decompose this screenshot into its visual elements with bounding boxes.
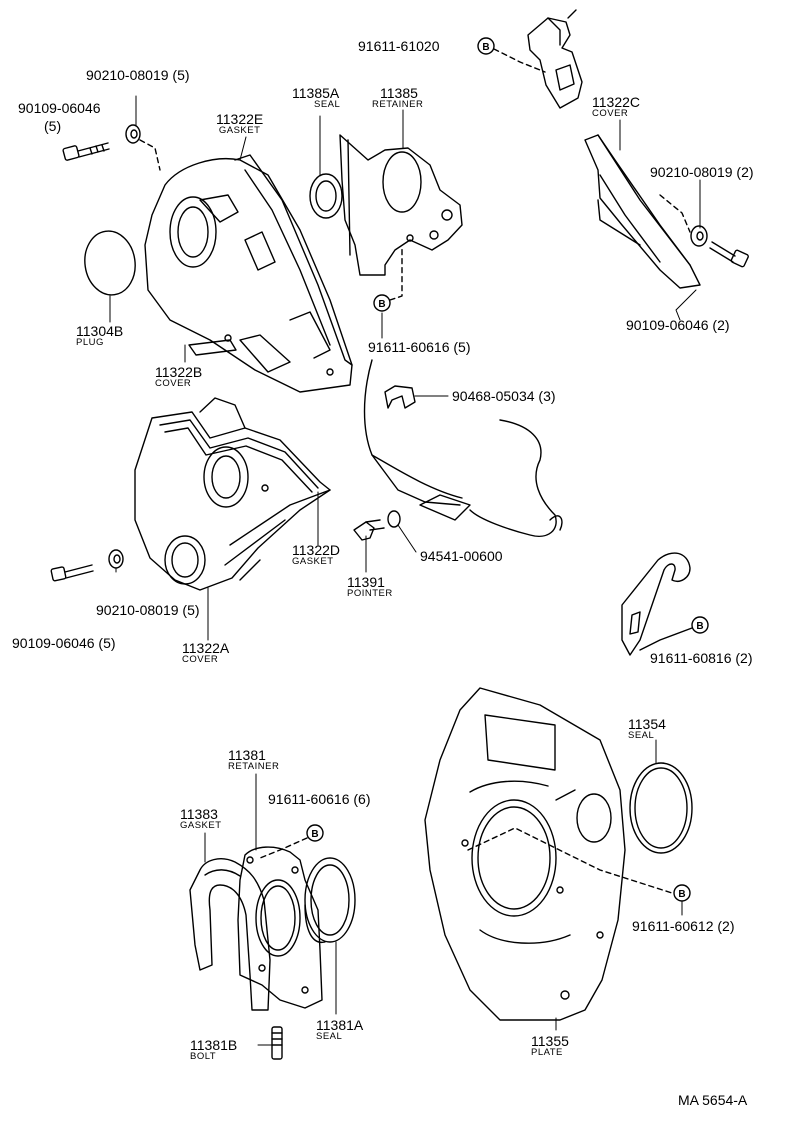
bolt-90109-upper-drawing: [62, 142, 110, 161]
marker-b-3-letter: B: [678, 889, 685, 900]
diagram-code: MA 5654-A: [678, 1092, 748, 1108]
label-90210-08019-a: 90210-08019 (5): [86, 67, 190, 83]
cover-11322b-drawing: [144, 154, 353, 393]
seal-11381a-drawing: [304, 857, 356, 943]
bracket-hook-drawing: [621, 552, 691, 656]
label-94541-00600: 94541-00600: [420, 548, 503, 564]
label-11322a: 11322A COVER: [182, 640, 230, 665]
pointer-11391-drawing: [353, 519, 385, 541]
cover-11322a-drawing: [134, 397, 331, 591]
marker-b-1: [477, 37, 495, 55]
label-91611-60816: 91611-60816 (2): [650, 650, 753, 666]
washer-94541-drawing: [387, 510, 401, 528]
gasket-11322d-drawing: [159, 419, 319, 493]
label-11383: 11383 GASKET: [180, 806, 222, 831]
plate-11355-drawing: [424, 687, 626, 1021]
engine-block-outline: [363, 359, 563, 537]
label-90109-06046-c: 90109-06046 (5): [12, 635, 116, 651]
marker-b-2: [373, 294, 391, 312]
bolt-90109-right-drawing: [709, 241, 749, 268]
label-11355: 11355 PLATE: [531, 1033, 569, 1058]
label-91611-60616-5: 91611-60616 (5): [368, 339, 471, 355]
label-11391: 11391 POINTER: [347, 574, 393, 599]
marker-b-1-letter: B: [482, 42, 489, 53]
marker-b-2-letter: B: [378, 299, 385, 310]
label-11385: 11385 RETAINER: [372, 85, 424, 110]
clip-90468-drawing: [384, 385, 416, 409]
label-11381: 11381 RETAINER: [228, 747, 280, 772]
label-90210-08019-c: 90210-08019 (5): [96, 602, 200, 618]
label-91611-60616-6: 91611-60616 (6): [268, 791, 371, 807]
cover-11322c-drawing: [584, 134, 701, 289]
label-11381a: 11381A SEAL: [316, 1017, 364, 1042]
label-11381b: 11381B BOLT: [190, 1037, 238, 1062]
marker-b-5: [691, 616, 709, 634]
label-90109-06046-a-qty: (5): [44, 118, 62, 134]
washer-90210-lower-drawing: [108, 549, 124, 569]
retainer-11381-drawing: [237, 846, 323, 1009]
label-11385a: 11385A SEAL: [292, 85, 341, 110]
washer-90210-right-drawing: [690, 225, 708, 247]
marker-b-5-letter: B: [696, 621, 703, 632]
label-11322b: 11322B COVER: [155, 364, 203, 389]
label-90468-05034: 90468-05034 (3): [452, 388, 556, 404]
bolt-90109-lower-drawing: [50, 564, 94, 582]
leader-lines: [109, 95, 701, 1046]
retainer-11385-drawing: [339, 134, 463, 276]
label-91611-60612: 91611-60612 (2): [632, 918, 735, 934]
washer-90210-upper-drawing: [125, 124, 141, 144]
leader-washer-upper: [139, 139, 161, 171]
seal-11385a-drawing: [309, 173, 343, 219]
plug-11304b-drawing: [84, 230, 136, 296]
marker-letters: B B B B B: [311, 42, 703, 900]
label-91611-61020: 91611-61020: [358, 38, 440, 54]
label-90109-06046-a: 90109-06046: [18, 100, 101, 116]
label-11322c: 11322C COVER: [592, 94, 641, 119]
bracket-top-drawing: [527, 9, 583, 109]
marker-b-4: [306, 824, 324, 842]
label-90210-08019-b: 90210-08019 (2): [650, 164, 754, 180]
label-90109-06046-b: 90109-06046 (2): [626, 317, 730, 333]
marker-b-4-letter: B: [311, 829, 318, 840]
gasket-11383-drawing: [189, 858, 271, 1011]
seal-11354-drawing: [629, 762, 693, 854]
label-11304b: 11304B PLUG: [76, 323, 124, 348]
bolt-11381b-drawing: [271, 1026, 283, 1060]
label-11322e: 11322E GASKET: [216, 111, 264, 136]
label-11322d: 11322D GASKET: [292, 542, 341, 567]
label-11354: 11354 SEAL: [628, 716, 666, 741]
